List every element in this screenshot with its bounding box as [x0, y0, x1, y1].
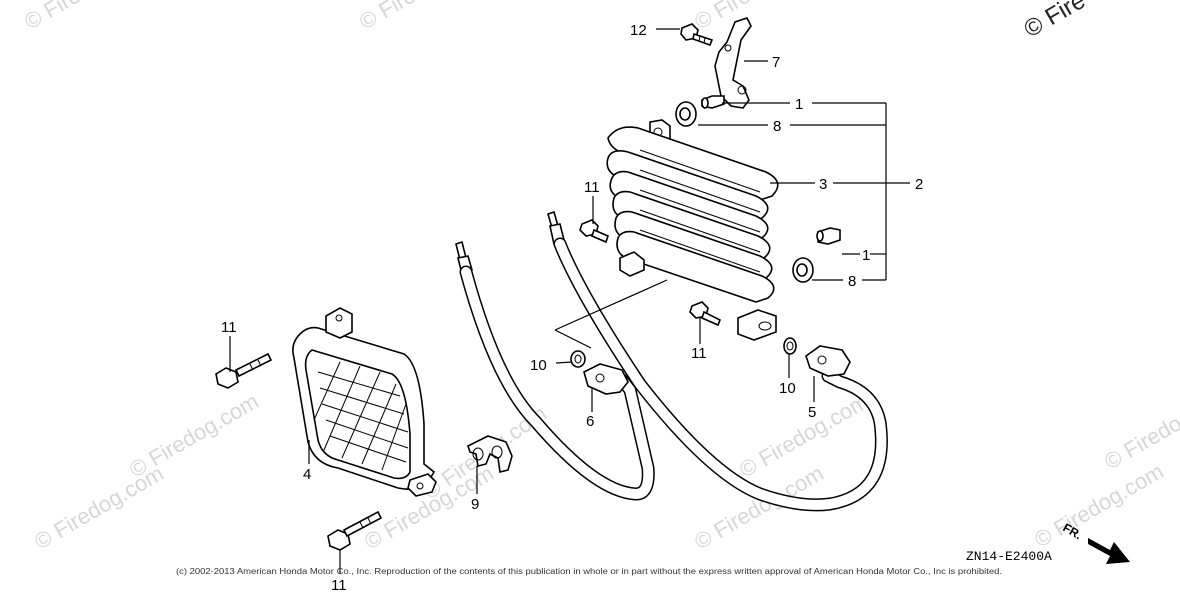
- part-11-bolt-bottom: [327, 510, 383, 551]
- part-4-cooler-screen: [292, 307, 437, 497]
- part-1-collar-top: [701, 95, 725, 109]
- part-1-collar-lower: [816, 227, 841, 245]
- watermark-text: © Firedog.com: [1100, 380, 1180, 474]
- callout-9: 9: [471, 496, 479, 513]
- watermark-layer: © Firedog.com © Firedog.com © Firedog.co…: [20, 0, 1180, 554]
- part-6-hose: [455, 240, 655, 501]
- callout-11-upper: 11: [584, 179, 600, 196]
- part-3-oil-cooler: [606, 119, 779, 341]
- copyright-notice: (c) 2002-2013 American Honda Motor Co., …: [176, 567, 1002, 576]
- part-11-bolt-left: [215, 352, 273, 389]
- callout-11-middle: 11: [691, 345, 707, 362]
- leader-lines: [229, 28, 910, 574]
- callout-11-left: 11: [221, 319, 237, 336]
- callout-8-lower: 8: [848, 273, 856, 290]
- part-8-grommet-lower: [792, 257, 814, 283]
- part-11-bolt-upper: [579, 219, 609, 244]
- screen-mesh: [313, 361, 409, 471]
- callout-3: 3: [819, 176, 827, 193]
- callout-12: 12: [630, 22, 647, 39]
- callout-5: 5: [808, 404, 816, 421]
- watermark-text: © Firedog.com: [125, 388, 263, 482]
- front-direction-indicator: FR.: [1061, 520, 1130, 564]
- part-10-washer-left: [570, 350, 586, 368]
- watermark-text: © Firedog.com: [355, 0, 493, 34]
- part-12-bolt: [680, 23, 714, 47]
- arrow-right-icon: [1088, 538, 1130, 564]
- callout-4: 4: [303, 466, 311, 483]
- callout-labels: 12 7 1 8 3 2 1 8 11 11 11 11 10 10 5 6 4…: [221, 22, 923, 594]
- callout-1-upper: 1: [795, 96, 803, 113]
- callout-10-right: 10: [779, 380, 796, 397]
- callout-1-lower: 1: [862, 247, 870, 264]
- callout-8-upper: 8: [773, 118, 781, 135]
- watermark-top-right: © Fire: [1020, 0, 1090, 43]
- watermark-text: © Firedog.com: [690, 0, 828, 34]
- part-9-clamp: [467, 435, 513, 473]
- callout-6: 6: [586, 413, 594, 430]
- part-5-hose: [547, 210, 888, 512]
- callout-7: 7: [772, 54, 780, 71]
- part-11-bolt-middle: [689, 301, 722, 327]
- watermark-text: © Firedog.com: [1030, 458, 1168, 552]
- callout-10-left: 10: [530, 357, 547, 374]
- part-7-bracket: [714, 17, 752, 109]
- part-10-washer-right: [783, 337, 797, 355]
- watermark-text: © Firedog.com: [20, 0, 158, 34]
- callout-11-bottom: 11: [331, 577, 347, 594]
- diagram-reference: ZN14-E2400A: [966, 549, 1052, 564]
- part-8-grommet-top: [675, 101, 697, 127]
- callout-2: 2: [915, 176, 923, 193]
